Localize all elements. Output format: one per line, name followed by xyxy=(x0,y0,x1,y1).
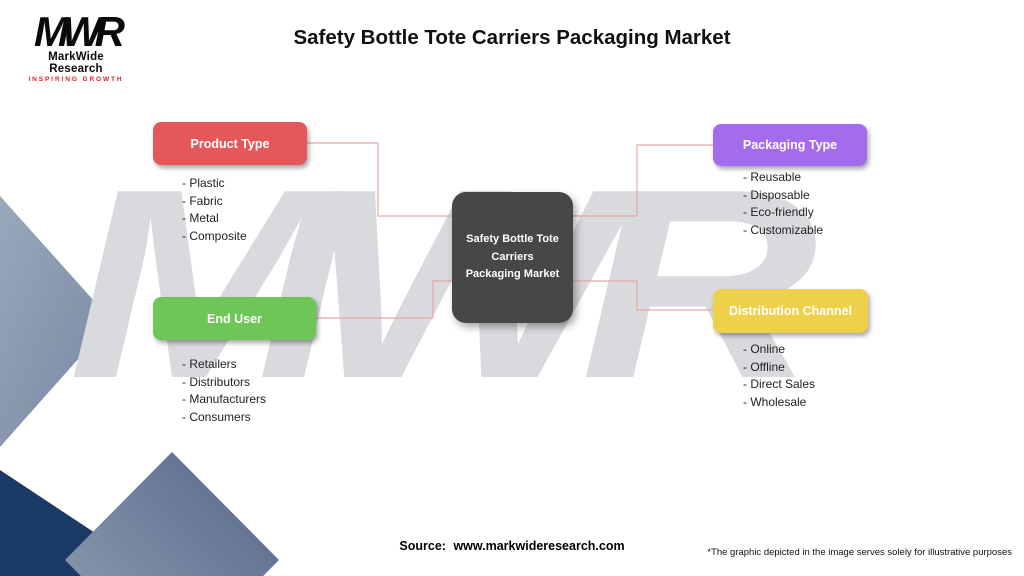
center-node: Safety Bottle Tote Carriers Packaging Ma… xyxy=(452,192,573,323)
node-product-type: Product Type xyxy=(153,122,307,165)
list-item: - Wholesale xyxy=(743,394,807,409)
product-type-list: - Plastic - Fabric - Metal - Composite xyxy=(182,177,247,247)
list-item: - Reusable xyxy=(743,170,802,184)
logo-name: MarkWide Research xyxy=(48,50,104,75)
logo-tagline: INSPIRING GROWTH xyxy=(28,75,124,83)
packaging-type-list: - Reusable - Disposable - Eco-friendly -… xyxy=(743,171,823,241)
list-item: - Direct Sales xyxy=(743,377,816,391)
source-line: Source: www.markwideresearch.com xyxy=(0,539,1024,553)
end-user-list: - Retailers - Distributors - Manufacture… xyxy=(182,358,266,428)
list-item: - Customizable xyxy=(743,222,824,237)
list-item: - Consumers xyxy=(182,409,251,424)
list-item: - Offline xyxy=(743,359,785,374)
node-distribution-channel: Distribution Channel xyxy=(713,289,868,333)
logo-monogram: MWR xyxy=(34,8,125,55)
slate-diamond xyxy=(65,452,279,576)
list-item: - Online xyxy=(743,342,786,356)
navy-corner-triangle xyxy=(0,470,160,576)
list-item: - Metal xyxy=(182,211,219,225)
node-packaging-type: Packaging Type xyxy=(713,124,867,166)
list-item: - Disposable xyxy=(743,187,810,202)
list-item: - Manufacturers xyxy=(182,392,267,406)
list-item: - Fabric xyxy=(182,193,223,208)
node-end-user: End User xyxy=(153,297,316,340)
list-item: - Plastic xyxy=(182,176,225,190)
list-item: - Distributors xyxy=(182,374,251,389)
list-item: - Eco-friendly xyxy=(743,205,814,219)
source-label: Source: xyxy=(399,539,446,553)
list-item: - Composite xyxy=(182,228,247,243)
page-title: Safety Bottle Tote Carriers Packaging Ma… xyxy=(293,26,731,49)
watermark-text: MWR xyxy=(68,134,818,435)
distribution-channel-list: - Online - Offline - Direct Sales - Whol… xyxy=(743,343,815,413)
disclaimer-text: *The graphic depicted in the image serve… xyxy=(707,547,1012,558)
source-url: www.markwideresearch.com xyxy=(453,539,625,553)
markwide-logo: MWR MarkWide Research INSPIRING GROWTH xyxy=(20,8,132,83)
list-item: - Retailers xyxy=(182,357,237,371)
